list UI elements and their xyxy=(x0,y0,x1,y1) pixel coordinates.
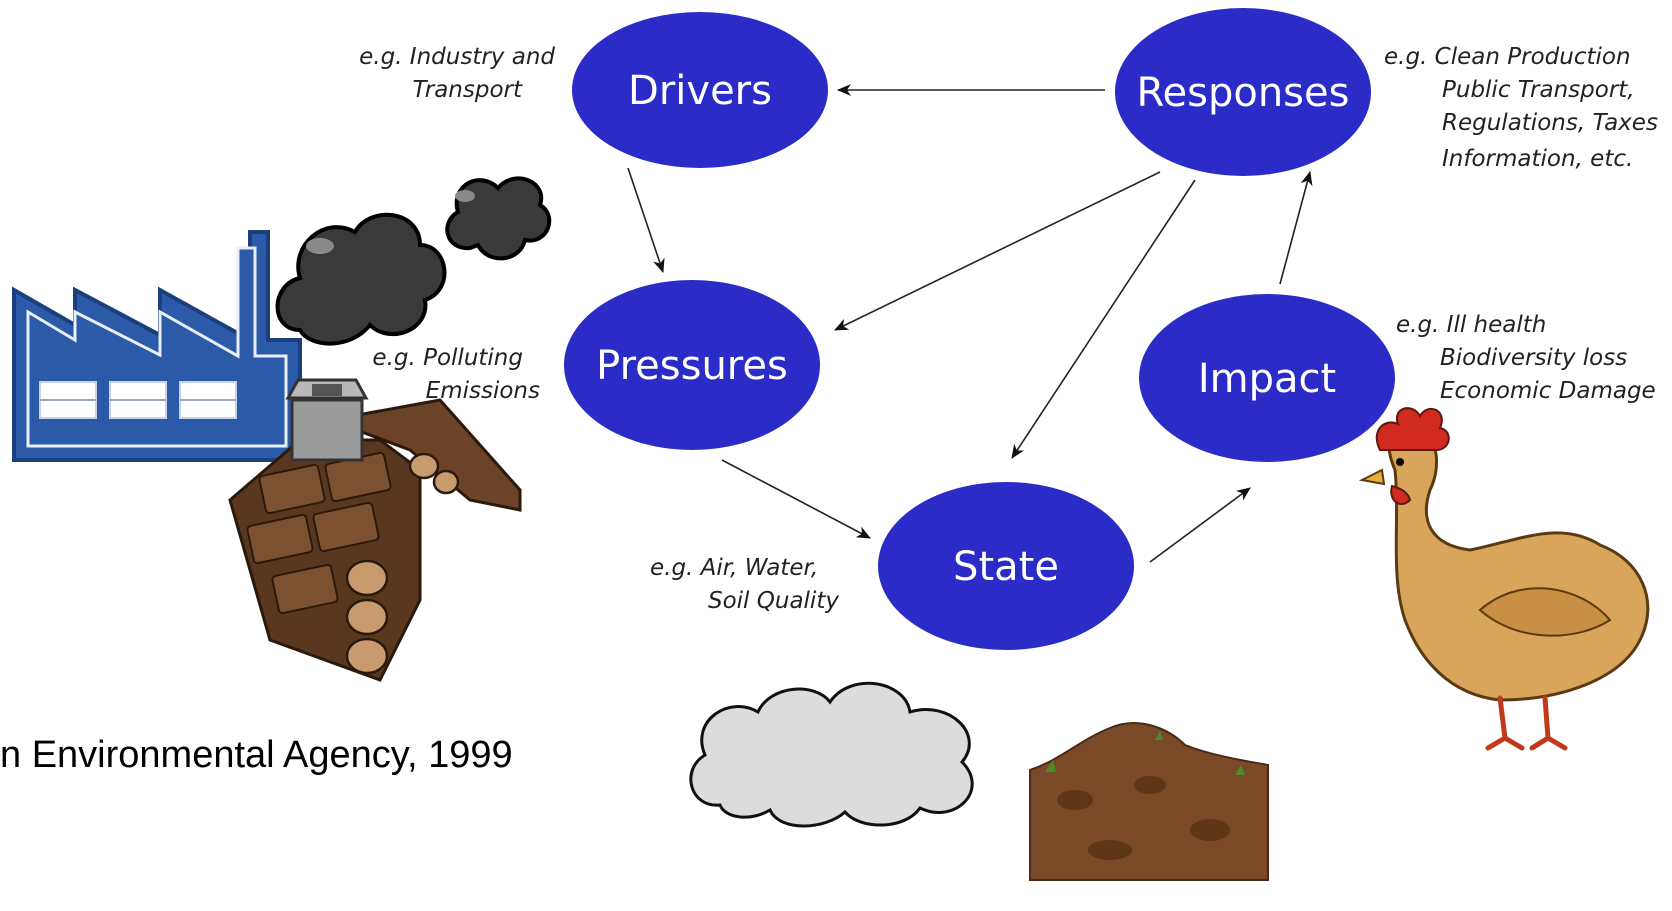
example-state-line-1: e.g. Air, Water, xyxy=(650,555,818,581)
example-impact-line-1: e.g. Ill health xyxy=(1396,312,1546,338)
node-pressures-ellipse xyxy=(564,280,820,450)
example-drivers-line-2: Transport xyxy=(412,77,523,103)
example-responses-line-1: e.g. Clean Production xyxy=(1384,44,1631,70)
node-pressures-label: Pressures xyxy=(596,343,788,389)
example-impact: e.g. Ill health Biodiversity loss Econom… xyxy=(1396,312,1656,404)
smoke-icon xyxy=(275,176,552,346)
example-state-line-2: Soil Quality xyxy=(708,588,839,614)
node-pressures: Pressures xyxy=(564,280,820,450)
example-responses-line-2: Public Transport, xyxy=(1442,77,1635,103)
node-impact-label: Impact xyxy=(1198,356,1336,402)
example-pressures: e.g. Polluting Emissions xyxy=(372,345,540,404)
arrow-drivers-to-pressures xyxy=(627,167,665,273)
node-responses-ellipse xyxy=(1115,8,1371,176)
soil-pile-icon xyxy=(1029,722,1269,881)
arrow-responses-to-pressures xyxy=(834,171,1161,331)
example-responses-line-4: Information, etc. xyxy=(1442,146,1633,172)
example-impact-line-3: Economic Damage xyxy=(1440,378,1656,404)
arrows xyxy=(627,84,1313,563)
example-responses: e.g. Clean Production Public Transport, … xyxy=(1384,44,1658,172)
node-drivers: Drivers xyxy=(572,12,828,168)
example-drivers: e.g. Industry and Transport xyxy=(359,44,555,103)
node-responses: Responses xyxy=(1115,8,1371,176)
node-impact-ellipse xyxy=(1139,294,1395,462)
node-state-label: State xyxy=(953,544,1059,590)
node-state: State xyxy=(878,482,1134,650)
example-responses-line-3: Regulations, Taxes xyxy=(1442,110,1658,136)
arrow-state-to-impact xyxy=(1149,487,1251,563)
source-caption: n Environmental Agency, 1999 xyxy=(0,734,513,776)
chimney-stack xyxy=(285,378,369,462)
arrow-impact-to-responses xyxy=(1279,171,1313,285)
wooden-chimney-icon xyxy=(228,378,522,682)
example-pressures-line-2: Emissions xyxy=(426,378,540,404)
example-drivers-line-1: e.g. Industry and xyxy=(359,44,555,70)
example-impact-line-2: Biodiversity loss xyxy=(1440,345,1627,371)
example-state: e.g. Air, Water, Soil Quality xyxy=(650,555,839,614)
node-state-ellipse xyxy=(878,482,1134,650)
node-drivers-ellipse xyxy=(572,12,828,168)
node-responses-label: Responses xyxy=(1137,70,1350,116)
node-impact: Impact xyxy=(1139,294,1395,462)
arrow-pressures-to-state xyxy=(721,459,871,539)
chicken-icon xyxy=(1358,407,1650,751)
node-drivers-label: Drivers xyxy=(628,68,772,114)
cloud-icon xyxy=(689,681,974,828)
factory-icon xyxy=(12,230,302,462)
arrow-responses-to-state xyxy=(1011,179,1196,459)
example-pressures-line-1: e.g. Polluting xyxy=(372,345,523,371)
